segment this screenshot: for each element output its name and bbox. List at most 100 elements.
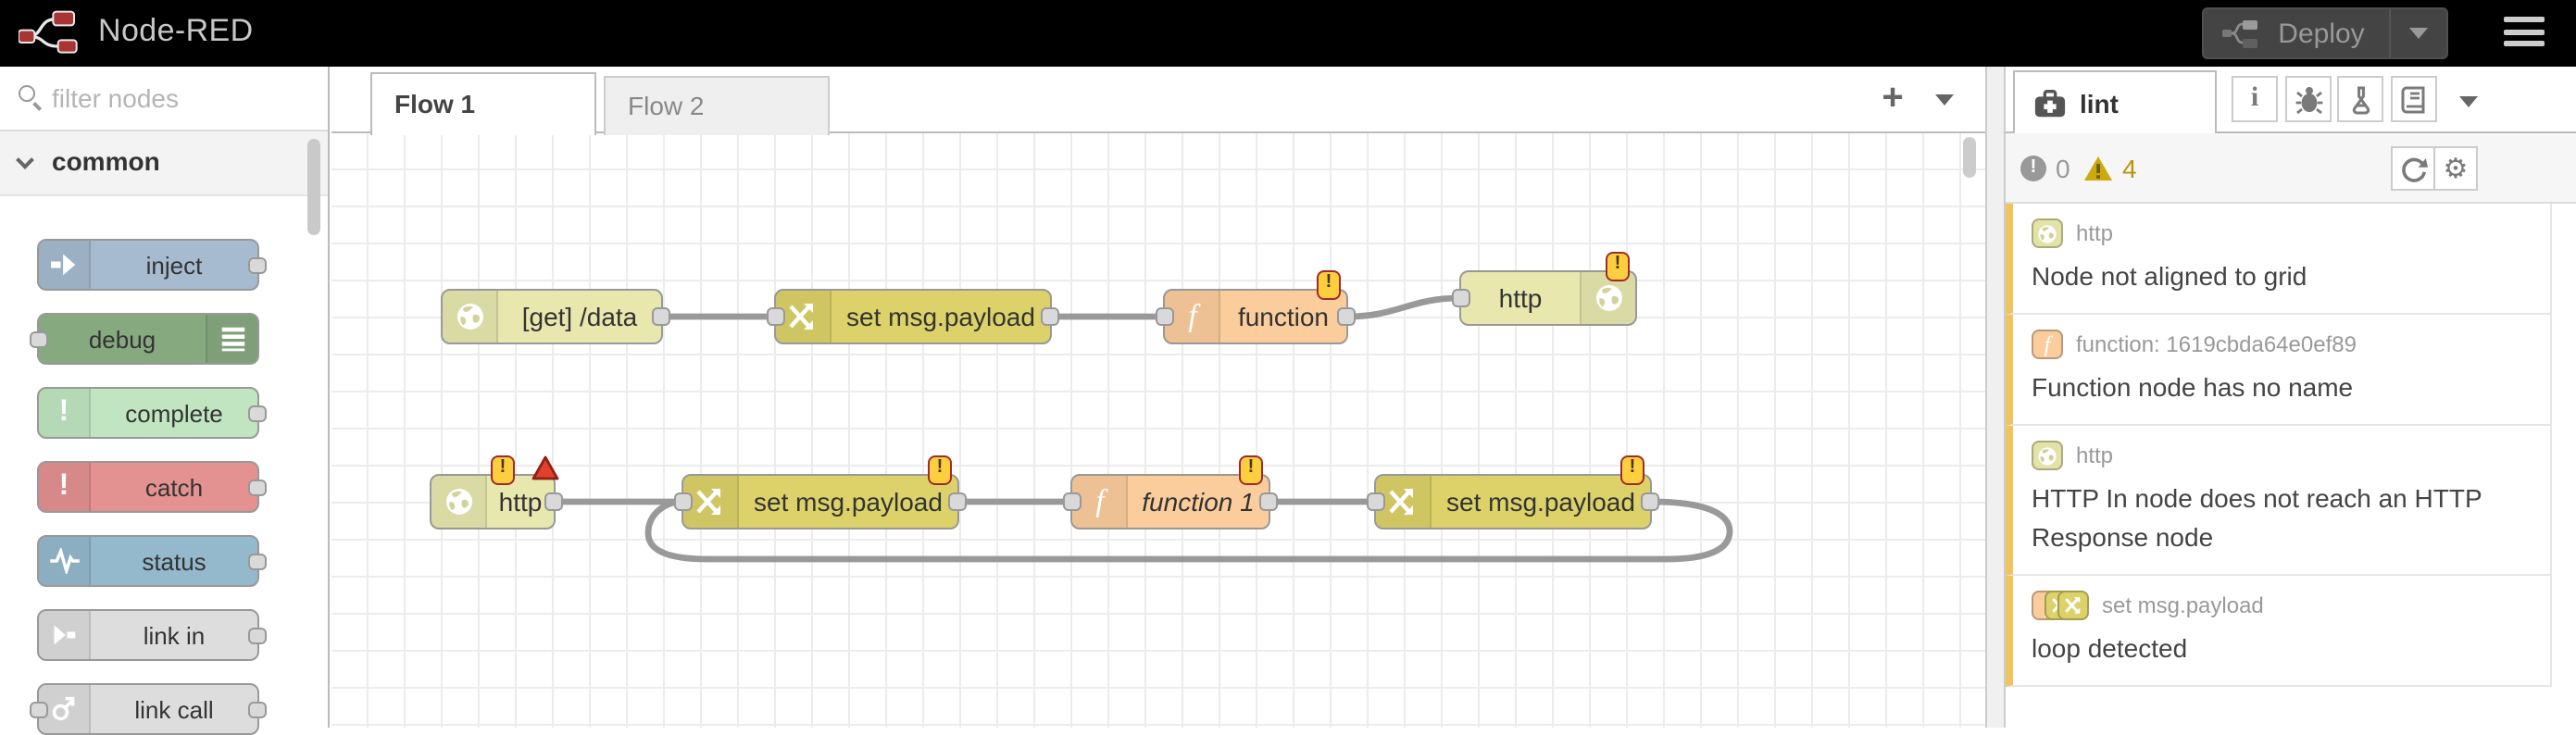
lint-issue-item[interactable]: f function: 1619cbda64e0ef89 Function no… bbox=[2006, 315, 2550, 426]
function-icon: f bbox=[2032, 330, 2063, 359]
deploy-options-caret-icon[interactable] bbox=[2409, 28, 2428, 39]
flow-node-http-response[interactable]: http ! bbox=[1452, 252, 1637, 326]
palette-search bbox=[0, 67, 328, 131]
node-icon-stack: f bbox=[2032, 591, 2089, 620]
input-port[interactable] bbox=[1452, 289, 1470, 307]
tab-lint[interactable]: lint bbox=[2013, 70, 2217, 133]
main-menu-button[interactable] bbox=[2504, 17, 2548, 50]
lint-issue-item[interactable]: http Node not aligned to grid bbox=[2006, 204, 2550, 315]
test-tab-button[interactable] bbox=[2337, 76, 2383, 122]
issue-message: HTTP In node does not reach an HTTP Resp… bbox=[2032, 483, 2482, 552]
flow-node-change-3[interactable]: set msg.payload ! bbox=[1367, 455, 1659, 529]
help-tab-button[interactable] bbox=[2391, 76, 2437, 122]
globe-icon bbox=[2032, 441, 2063, 470]
issue-message: Node not aligned to grid bbox=[2032, 261, 2307, 291]
svg-text:f: f bbox=[1094, 484, 1107, 518]
tab-flow-1[interactable]: Flow 1 bbox=[370, 72, 596, 135]
loop-wire[interactable] bbox=[644, 498, 1733, 563]
output-port[interactable] bbox=[248, 405, 267, 422]
globe-icon bbox=[431, 476, 487, 528]
flow-node-change-2[interactable]: set msg.payload ! bbox=[674, 455, 967, 529]
globe-icon bbox=[443, 291, 498, 343]
wire[interactable] bbox=[1344, 294, 1463, 320]
flow-node-function-1[interactable]: f function 1 ! bbox=[1063, 455, 1278, 529]
warning-badge: ! bbox=[1620, 455, 1644, 485]
sidebar-resize-handle[interactable] bbox=[1985, 67, 2006, 728]
output-port[interactable] bbox=[248, 257, 267, 274]
settings-button[interactable]: ⚙ bbox=[2433, 146, 2478, 191]
list-lines-icon bbox=[206, 315, 257, 363]
palette-node-catch[interactable]: ! catch bbox=[37, 461, 267, 513]
issue-message: Function node has no name bbox=[2032, 372, 2354, 402]
output-port[interactable] bbox=[1641, 492, 1659, 511]
output-port[interactable] bbox=[1041, 307, 1059, 326]
sidebar-options-caret-icon[interactable] bbox=[2459, 96, 2478, 107]
output-port[interactable] bbox=[1337, 307, 1356, 326]
input-port[interactable] bbox=[30, 331, 48, 348]
palette-node-link-in[interactable]: link in bbox=[37, 609, 267, 661]
palette-node-label: link in bbox=[143, 621, 206, 649]
warning-badge: ! bbox=[491, 455, 515, 485]
palette-node-debug[interactable]: debug bbox=[30, 313, 259, 365]
right-sidebar: lint i bbox=[2006, 67, 2576, 728]
filter-nodes-input[interactable] bbox=[48, 78, 289, 118]
output-port[interactable] bbox=[248, 702, 267, 718]
flow-list-caret-icon[interactable] bbox=[1935, 94, 1954, 106]
info-tab-button[interactable]: i bbox=[2232, 76, 2278, 122]
canvas-vertical-scrollbar[interactable] bbox=[1963, 137, 1976, 178]
input-port[interactable] bbox=[674, 492, 693, 511]
flow-node-http-in[interactable]: http ! bbox=[430, 455, 563, 529]
palette-node-label: status bbox=[142, 547, 206, 575]
output-port[interactable] bbox=[652, 307, 670, 326]
output-port[interactable] bbox=[248, 628, 267, 644]
flow-canvas[interactable]: [get] /data set msg.payload f function bbox=[331, 133, 1985, 728]
app-title: Node-RED bbox=[98, 13, 254, 48]
warning-badge: ! bbox=[1317, 270, 1341, 300]
tab-flow-2[interactable]: Flow 2 bbox=[604, 76, 830, 135]
first-aid-kit-icon bbox=[2034, 89, 2066, 117]
input-port[interactable] bbox=[1367, 492, 1385, 511]
add-flow-button[interactable]: + bbox=[1882, 78, 1904, 118]
output-port[interactable] bbox=[248, 480, 267, 496]
error-circle-icon: ! bbox=[2020, 156, 2046, 181]
palette-node-inject[interactable]: inject bbox=[37, 239, 267, 291]
deploy-button[interactable]: Deploy bbox=[2202, 7, 2448, 59]
output-port[interactable] bbox=[248, 554, 267, 570]
shuffle-icon bbox=[1376, 476, 1432, 528]
input-port[interactable] bbox=[1063, 492, 1082, 511]
category-label: common bbox=[52, 146, 160, 176]
issue-node-name: http bbox=[2076, 220, 2114, 246]
link-arrow-icon bbox=[39, 611, 91, 659]
palette-node-complete[interactable]: ! complete bbox=[37, 387, 267, 439]
output-port[interactable] bbox=[1259, 492, 1278, 511]
wire-layer bbox=[552, 294, 1733, 563]
refresh-button[interactable] bbox=[2391, 146, 2435, 191]
node-label: function 1 bbox=[1142, 487, 1255, 517]
error-triangle-icon bbox=[531, 455, 559, 480]
input-port[interactable] bbox=[30, 702, 48, 718]
debug-tab-button[interactable] bbox=[2285, 76, 2332, 122]
palette-scrollbar[interactable] bbox=[307, 139, 320, 235]
input-port[interactable] bbox=[767, 307, 785, 326]
refresh-icon bbox=[2401, 156, 2427, 181]
flow-node-change-1[interactable]: set msg.payload bbox=[767, 289, 1059, 344]
workspace: Flow 1 Flow 2 + bbox=[331, 67, 1985, 728]
issue-message: loop detected bbox=[2032, 633, 2188, 663]
svg-text:f: f bbox=[1187, 299, 1200, 333]
node-label: http bbox=[498, 487, 543, 517]
lint-issue-item[interactable]: f set msg.payload loop detected bbox=[2006, 576, 2550, 687]
lint-issue-item[interactable]: http HTTP In node does not reach an HTTP… bbox=[2006, 426, 2550, 576]
output-port[interactable] bbox=[544, 492, 563, 511]
output-port[interactable] bbox=[948, 492, 967, 511]
search-icon bbox=[19, 85, 35, 102]
warning-triangle-icon bbox=[2084, 156, 2112, 181]
palette-node-status[interactable]: status bbox=[37, 535, 267, 587]
deploy-divider bbox=[2389, 9, 2391, 57]
flow-node-http-in-get-data[interactable]: [get] /data bbox=[441, 289, 670, 344]
palette-node-link-call[interactable]: link call bbox=[30, 683, 267, 735]
palette-node-label: debug bbox=[88, 325, 156, 353]
palette-category-common[interactable]: common bbox=[0, 131, 328, 196]
sidebar-tabbar: lint i bbox=[2006, 67, 2576, 133]
input-port[interactable] bbox=[1156, 307, 1174, 326]
flow-node-function[interactable]: f function ! bbox=[1156, 270, 1356, 344]
